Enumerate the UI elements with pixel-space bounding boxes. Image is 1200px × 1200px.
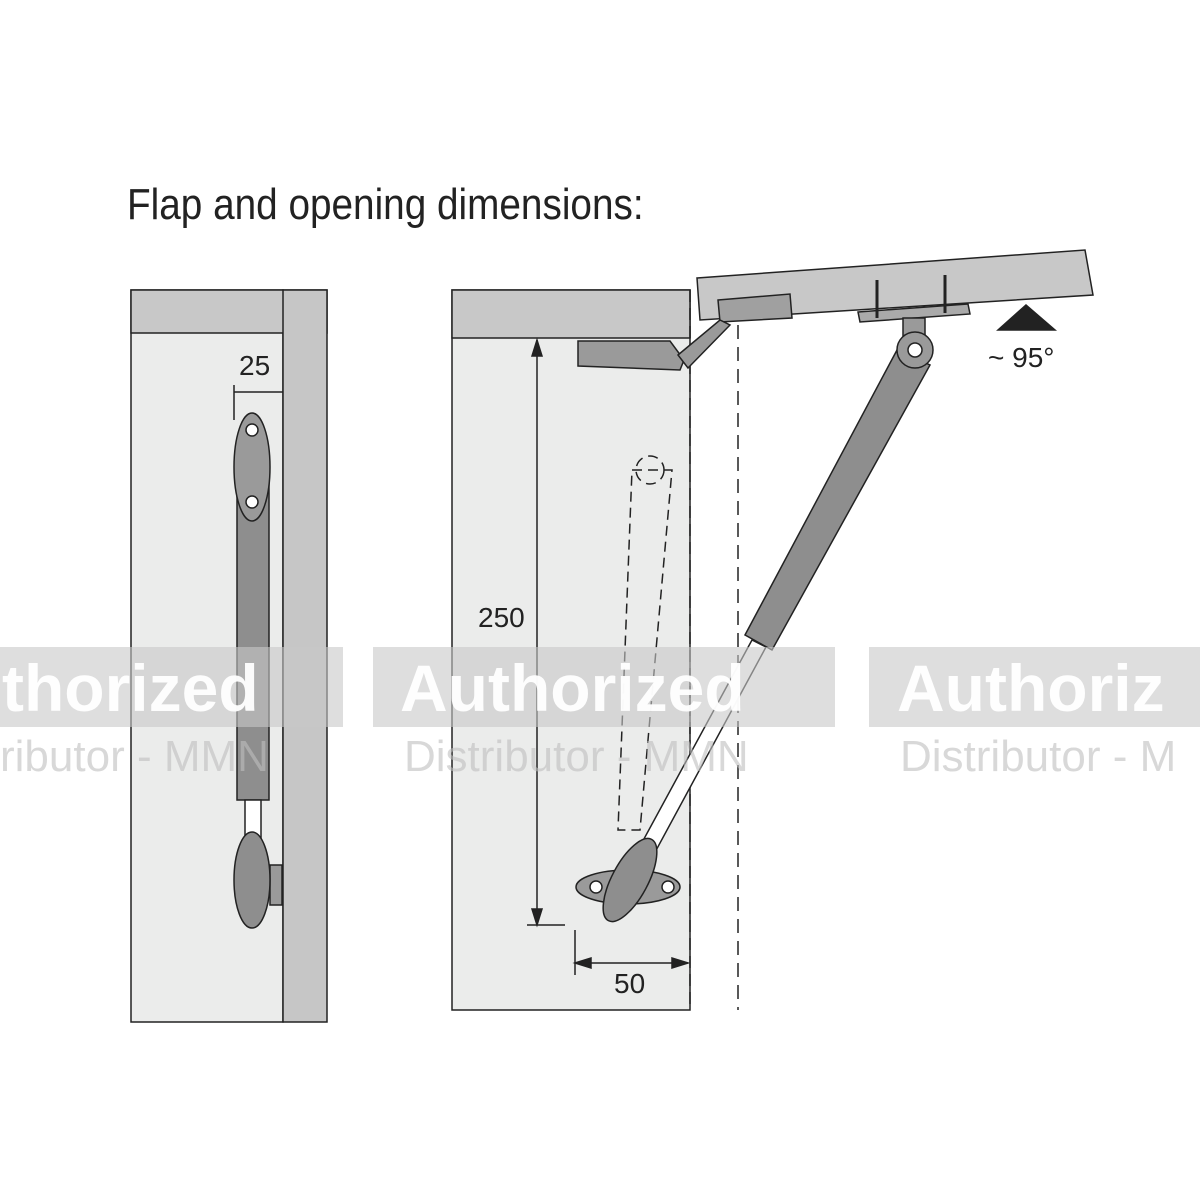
angle-label: ~ 95°: [988, 342, 1055, 373]
watermark-subtext: Distributor - M: [900, 732, 1177, 781]
screw-hole: [245, 423, 259, 437]
watermark-text: Authoriz: [897, 651, 1165, 725]
watermark-box: [373, 647, 835, 727]
dimension-label-250: 250: [478, 602, 525, 633]
watermark-box: [869, 647, 1200, 727]
watermark-subtext: Distributor - MMN: [404, 732, 749, 781]
flap-bracket: [857, 303, 971, 323]
diagram-title: Flap and opening dimensions:: [127, 180, 644, 229]
watermark-box: [0, 647, 343, 727]
flap-catch: [717, 293, 793, 323]
cabinet-top-board: [451, 289, 691, 339]
hinge-mechanism: [577, 340, 685, 371]
lower-bracket: [269, 864, 283, 906]
screw-hole: [245, 495, 259, 509]
strut-end-cap: [233, 831, 271, 929]
watermark-text: Authorized: [400, 651, 745, 725]
open-strut-cylinder: [743, 349, 932, 652]
watermark-text: thorized: [2, 651, 259, 725]
hinge-arm: [676, 319, 732, 370]
watermark-subtext: ributor - MMN: [0, 732, 269, 781]
dimension-label-50: 50: [614, 968, 646, 999]
open-flap: [696, 249, 1094, 321]
closed-strut-outline: [617, 455, 673, 831]
dimension-label-25: 25: [239, 350, 271, 381]
angle-marker-icon: [996, 304, 1058, 331]
open-strut-end-cap: [602, 837, 658, 923]
strut-cylinder: [236, 469, 270, 801]
upper-mount-plate: [233, 412, 271, 522]
